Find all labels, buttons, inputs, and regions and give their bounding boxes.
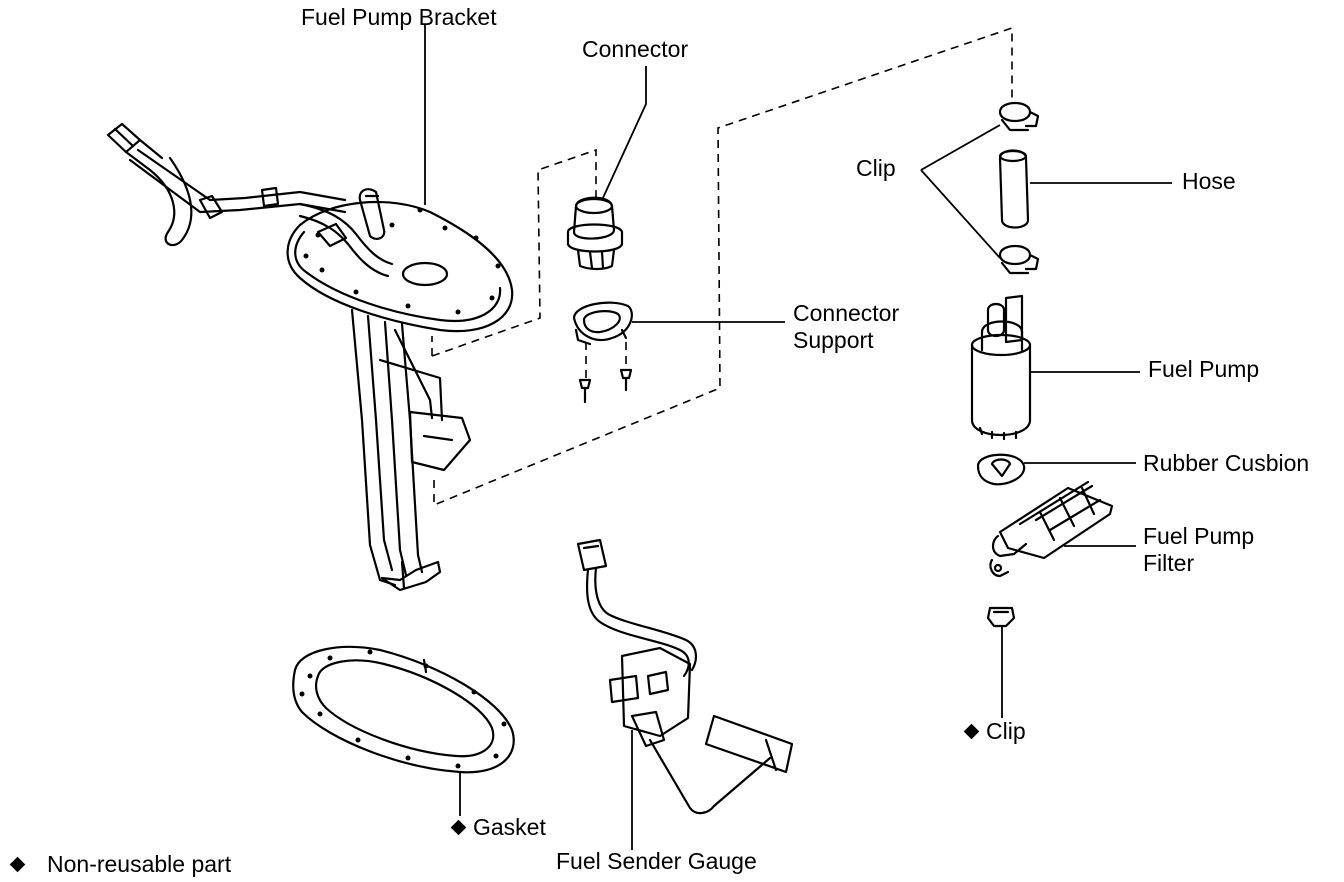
assembly-dashed-lines — [431, 26, 1013, 507]
gasket-part — [292, 645, 515, 774]
legend-non-reusable-text: Non-reusable part — [47, 851, 232, 877]
fuel-pump-part — [970, 294, 1032, 441]
label-rubber-cushion: Rubber Cusbion — [1143, 450, 1310, 476]
label-clip-bottom: Clip — [963, 718, 1026, 745]
fuel-pump-bracket — [106, 122, 514, 592]
diamond-icon — [450, 819, 467, 836]
rubber-cushion-part — [976, 453, 1026, 486]
label-fuel-pump-filter-line1: Fuel Pump — [1143, 523, 1255, 549]
leader-lines — [424, 24, 1172, 850]
fuel-pump-filter-part — [989, 480, 1114, 578]
label-hose: Hose — [1182, 168, 1236, 194]
label-gasket-text: Gasket — [473, 814, 546, 840]
label-fuel-pump-bracket: Fuel Pump Bracket — [301, 4, 497, 30]
label-fuel-sender-gauge: Fuel Sender Gauge — [556, 848, 757, 874]
connector-support-part — [572, 301, 633, 404]
legend-non-reusable: Non-reusable part — [9, 851, 232, 878]
diamond-icon — [963, 723, 980, 740]
label-fuel-pump-filter-line2: Filter — [1143, 550, 1195, 576]
fuel-sender-gauge-part — [576, 538, 794, 815]
label-clip-bottom-text: Clip — [986, 718, 1026, 744]
hose-clips-part — [998, 101, 1040, 275]
connector-part — [566, 196, 624, 271]
label-connector-support-line1: Connector — [793, 300, 900, 326]
label-connector-support-line2: Support — [793, 327, 874, 353]
label-fuel-pump: Fuel Pump — [1148, 356, 1260, 382]
diamond-icon — [9, 856, 26, 873]
clip-bottom-part — [986, 606, 1016, 628]
label-gasket: Gasket — [450, 814, 546, 841]
label-clip-top: Clip — [856, 155, 896, 181]
label-connector: Connector — [582, 36, 689, 62]
